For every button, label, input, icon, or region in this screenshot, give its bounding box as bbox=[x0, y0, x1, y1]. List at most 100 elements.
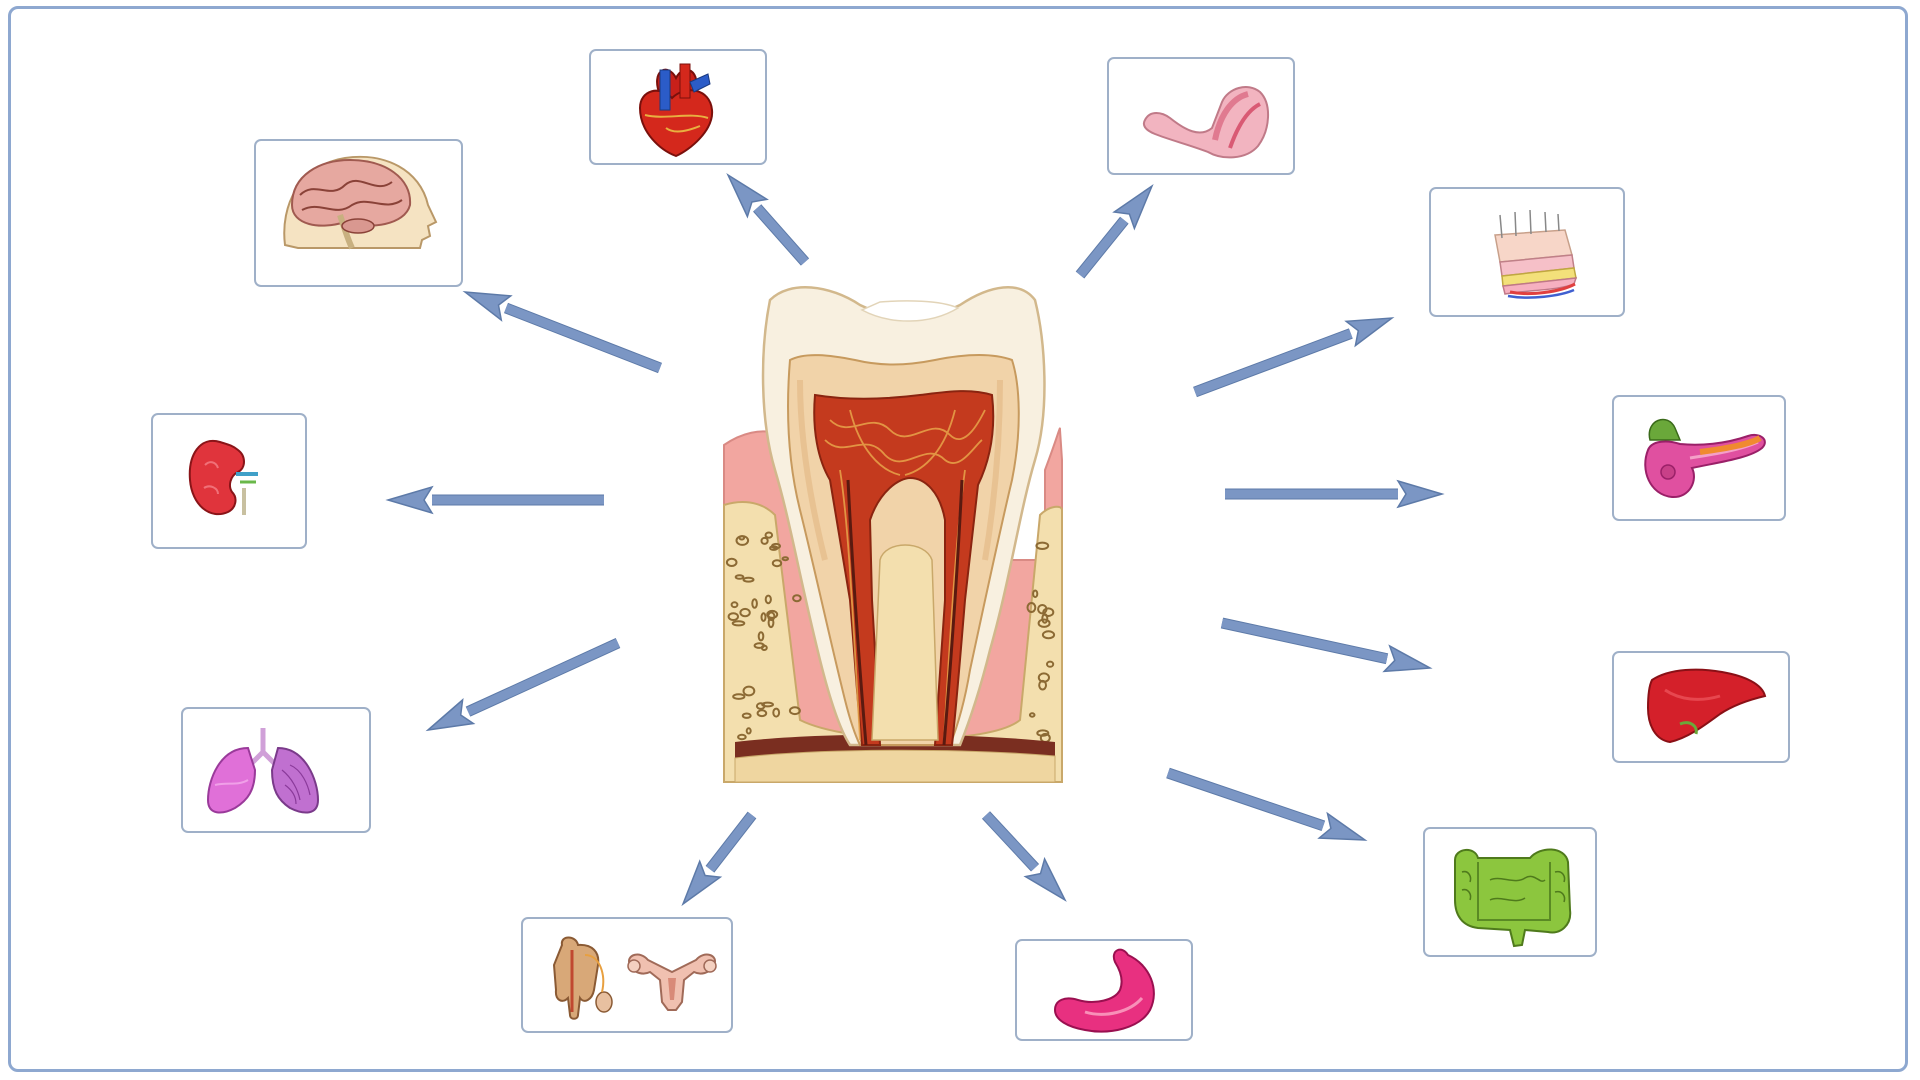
arrow-to-intestine bbox=[1166, 767, 1368, 841]
arrow-shaft bbox=[753, 204, 809, 265]
arrow-head bbox=[385, 485, 434, 515]
bone-pore bbox=[767, 617, 775, 629]
lungs-icon bbox=[206, 728, 320, 814]
bone-pore bbox=[730, 601, 739, 609]
bone-pore bbox=[1028, 712, 1036, 718]
intestine-icon bbox=[1454, 848, 1572, 948]
arrow-to-kidney bbox=[385, 485, 604, 515]
bone-pore bbox=[734, 574, 745, 580]
arrow-head bbox=[1112, 183, 1154, 231]
arrow-head bbox=[681, 859, 723, 907]
arrow-head bbox=[1382, 644, 1433, 673]
bone-pore bbox=[1042, 607, 1055, 618]
bone-pore bbox=[764, 531, 774, 539]
arrow-shaft bbox=[1076, 217, 1128, 278]
arrow-to-lungs bbox=[425, 637, 621, 732]
interradicular-bone bbox=[871, 544, 939, 741]
pancreas-box bbox=[1612, 395, 1786, 521]
bone-pore bbox=[725, 557, 738, 568]
bone-pore bbox=[757, 631, 765, 642]
arrow-to-reproductive bbox=[681, 811, 757, 907]
bone-pore bbox=[732, 693, 746, 700]
reproductive-box bbox=[521, 917, 733, 1033]
brain-box bbox=[254, 139, 463, 287]
arrow-to-pancreas bbox=[1225, 479, 1445, 509]
bone-pore bbox=[1026, 602, 1037, 613]
bone-pore bbox=[727, 612, 739, 621]
bone-pore bbox=[772, 707, 781, 718]
reproductive-organs-icon bbox=[552, 936, 717, 1020]
arrow-head bbox=[462, 291, 513, 322]
bone-pore bbox=[764, 594, 772, 605]
stomach-box bbox=[1015, 939, 1193, 1041]
bone-pore bbox=[1046, 660, 1055, 668]
arrow-head bbox=[1317, 811, 1368, 841]
liver-icon bbox=[1646, 668, 1767, 744]
root-canal-right bbox=[942, 479, 964, 746]
bone-pore bbox=[751, 598, 758, 609]
arrow-to-skin bbox=[1193, 317, 1395, 398]
skin-box bbox=[1429, 187, 1625, 317]
bone-pore bbox=[738, 535, 746, 541]
arrow-shaft bbox=[982, 811, 1039, 871]
lungs-box bbox=[181, 707, 371, 833]
bone-pore bbox=[788, 706, 801, 716]
intestine-box bbox=[1423, 827, 1597, 957]
arrow-head bbox=[1396, 479, 1445, 509]
bone-pore bbox=[742, 685, 756, 697]
bone-pore bbox=[731, 620, 746, 627]
muscle-icon bbox=[1142, 86, 1269, 159]
arrow-shaft bbox=[706, 812, 756, 872]
bone-pore bbox=[756, 709, 768, 718]
arrow-head bbox=[1344, 317, 1395, 348]
skin-layers-icon bbox=[1494, 209, 1578, 299]
enamel-highlight bbox=[860, 300, 960, 322]
heart-icon bbox=[638, 63, 714, 158]
bone-pore bbox=[760, 536, 769, 545]
arrow-to-liver bbox=[1220, 617, 1433, 673]
arrow-shaft bbox=[1221, 618, 1388, 664]
bone-pore bbox=[1035, 541, 1050, 550]
tooth-cross-section-icon bbox=[723, 286, 1063, 783]
bone-pore bbox=[761, 701, 774, 708]
dentin-shading bbox=[797, 379, 1003, 561]
arrow-shaft bbox=[1166, 768, 1325, 831]
bone-pore bbox=[781, 556, 789, 562]
bone-pore bbox=[737, 733, 747, 741]
arrow-to-muscle bbox=[1075, 183, 1154, 279]
bone-pore bbox=[1037, 672, 1051, 683]
bone-pore bbox=[792, 594, 802, 603]
bone-lower-band bbox=[734, 749, 1056, 783]
arrow-shaft bbox=[504, 303, 662, 373]
arrow-head bbox=[726, 173, 769, 219]
kidney-icon bbox=[188, 439, 258, 516]
stomach-icon bbox=[1053, 948, 1155, 1033]
bone-pore bbox=[760, 612, 767, 622]
bone-pore bbox=[1036, 729, 1050, 737]
bone-pore bbox=[739, 607, 751, 618]
bone-pore bbox=[741, 712, 752, 719]
arrow-shaft bbox=[1193, 329, 1353, 397]
kidney-box bbox=[151, 413, 307, 549]
bone-pore bbox=[771, 559, 783, 568]
liver-box bbox=[1612, 651, 1790, 763]
root-canal-left bbox=[846, 479, 868, 746]
arrows-group bbox=[385, 173, 1445, 907]
brain-icon bbox=[283, 155, 438, 250]
bone-pore bbox=[753, 642, 765, 649]
bone-pore bbox=[1037, 618, 1051, 628]
arrow-to-stomach bbox=[981, 811, 1067, 902]
bone-pore bbox=[1032, 589, 1039, 599]
bone-pore bbox=[769, 545, 779, 551]
arrow-head bbox=[425, 698, 476, 732]
arrow-to-brain bbox=[462, 291, 662, 374]
arrow-shaft bbox=[466, 638, 620, 716]
bone-pore bbox=[1041, 630, 1056, 640]
bone-pore bbox=[745, 727, 752, 735]
bone-pore bbox=[742, 576, 755, 583]
arrow-to-heart bbox=[726, 173, 810, 266]
pancreas-icon bbox=[1644, 418, 1766, 499]
arrow-head bbox=[1023, 856, 1067, 902]
heart-box bbox=[589, 49, 767, 165]
